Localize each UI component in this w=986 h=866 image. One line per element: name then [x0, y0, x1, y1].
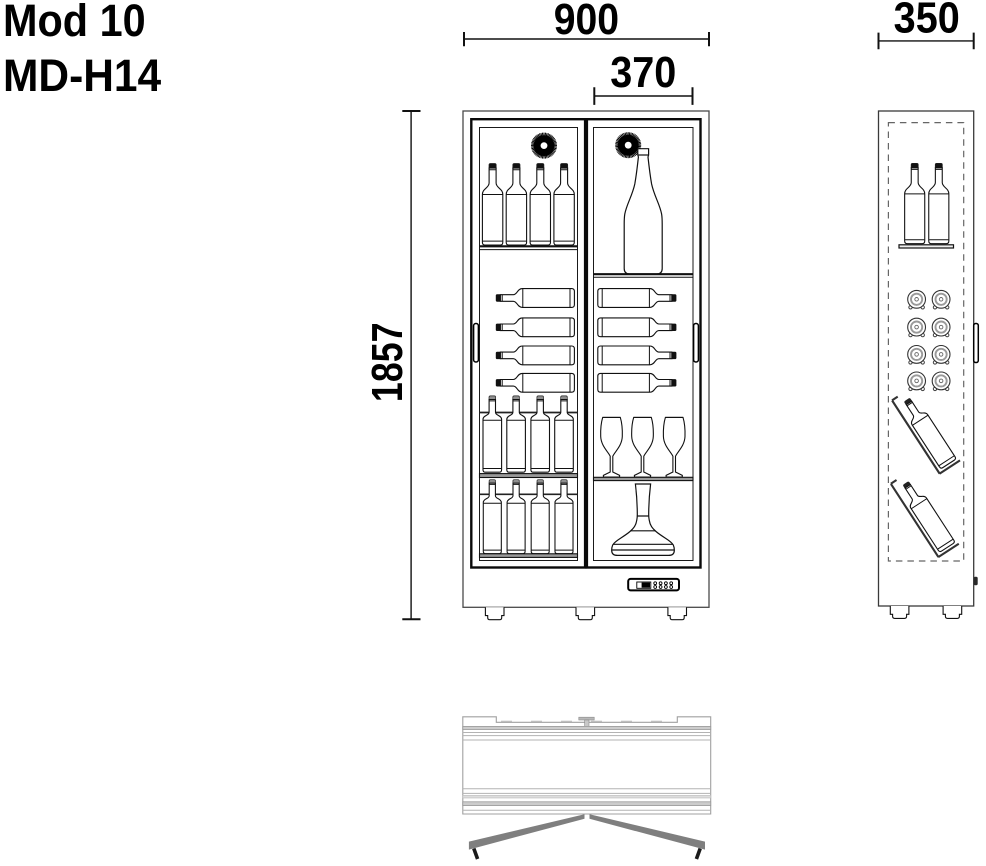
svg-text:MD-H14: MD-H14: [3, 51, 162, 102]
svg-text:370: 370: [610, 47, 676, 96]
svg-text:900: 900: [554, 0, 619, 43]
svg-text:350: 350: [894, 0, 960, 42]
svg-text:1857: 1857: [363, 323, 411, 403]
svg-text:Mod 10: Mod 10: [3, 0, 146, 47]
